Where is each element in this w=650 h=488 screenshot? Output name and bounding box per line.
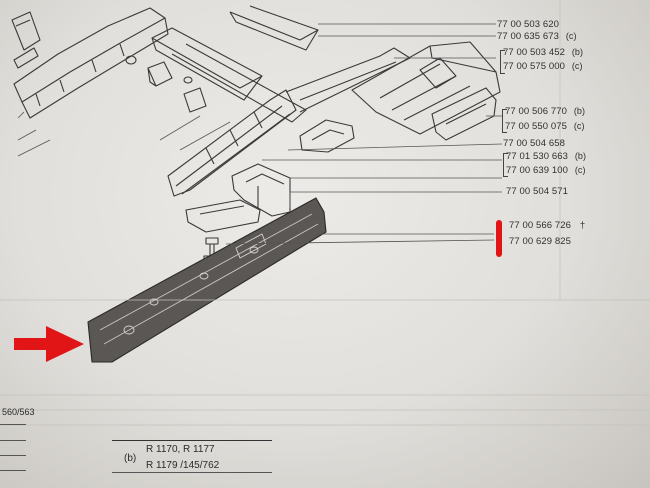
inner-rail [171,43,307,123]
part-number-row: 77 00 506 770 (b) [505,106,585,117]
part-number-row: 77 00 503 620 [497,19,563,30]
part-variant: (c) [574,165,586,175]
part-number-row: 77 00 575 000 (c) [503,61,583,72]
part-number-row: 77 00 566 726 † [509,220,585,231]
floor-section [351,41,501,135]
footer-rule [112,440,272,441]
part-number-row: 77 00 639 100 (c) [506,165,586,176]
group-brace [502,109,507,133]
top-sill [229,5,319,41]
part-number-row: 77 00 629 825 [509,236,575,247]
variant-marker: (b) [124,453,137,464]
part-number-code: 77 00 503 452 [503,47,566,58]
part-number-row: 77 00 550 075 (c) [505,121,585,132]
lower-bracket [231,163,291,217]
part-number-code: 77 00 566 726 [509,220,572,231]
part-variant: (b) [574,151,587,161]
rear-rail [285,47,411,113]
main-longeron [167,89,297,197]
model-list-secondary: R 1179 /145/762 [146,460,220,471]
page-reference: 560/563 [2,407,35,417]
group-brace [500,50,505,74]
group-brace [503,153,508,177]
lower-sill-part [87,197,327,363]
side-panel [431,87,497,141]
part-number-row: 77 01 530 663 (b) [506,151,586,162]
cross-member [185,199,261,233]
mid-bracket [299,119,355,153]
part-number-code: 77 00 575 000 [503,61,566,72]
part-number-code: 77 00 635 673 [497,31,560,42]
part-number-row: 77 00 635 673 (c) [497,31,577,42]
red-highlight-mark [496,220,502,257]
part-variant: (c) [573,121,585,131]
footer-rule-bottom [112,472,272,473]
part-variant: (c) [571,61,583,71]
part-number-code: 77 00 550 075 [505,121,568,132]
part-number-row: 77 00 504 658 [503,138,569,149]
red-arrow-indicator [14,326,84,362]
part-number-code: 77 00 504 571 [506,186,569,197]
model-list-primary: R 1170, R 1177 [146,444,215,455]
left-frame-rail [13,7,166,103]
part-number-code: 77 01 530 663 [506,151,569,162]
part-variant: (b) [571,47,584,57]
part-number-row: 77 00 504 571 [506,186,572,197]
superseded-dagger-icon: † [579,220,586,231]
part-variant: (c) [565,31,577,41]
part-number-row: 77 00 503 452 (b) [503,47,583,58]
left-bracket [11,11,41,51]
small-block-1 [147,61,173,87]
small-block-2 [183,87,207,113]
part-number-code: 77 00 503 620 [497,19,560,30]
part-number-code: 77 00 504 658 [503,138,566,149]
part-variant: (b) [573,106,586,116]
part-number-code: 77 00 506 770 [505,106,568,117]
part-number-code: 77 00 629 825 [509,236,572,247]
part-number-code: 77 00 639 100 [506,165,569,176]
